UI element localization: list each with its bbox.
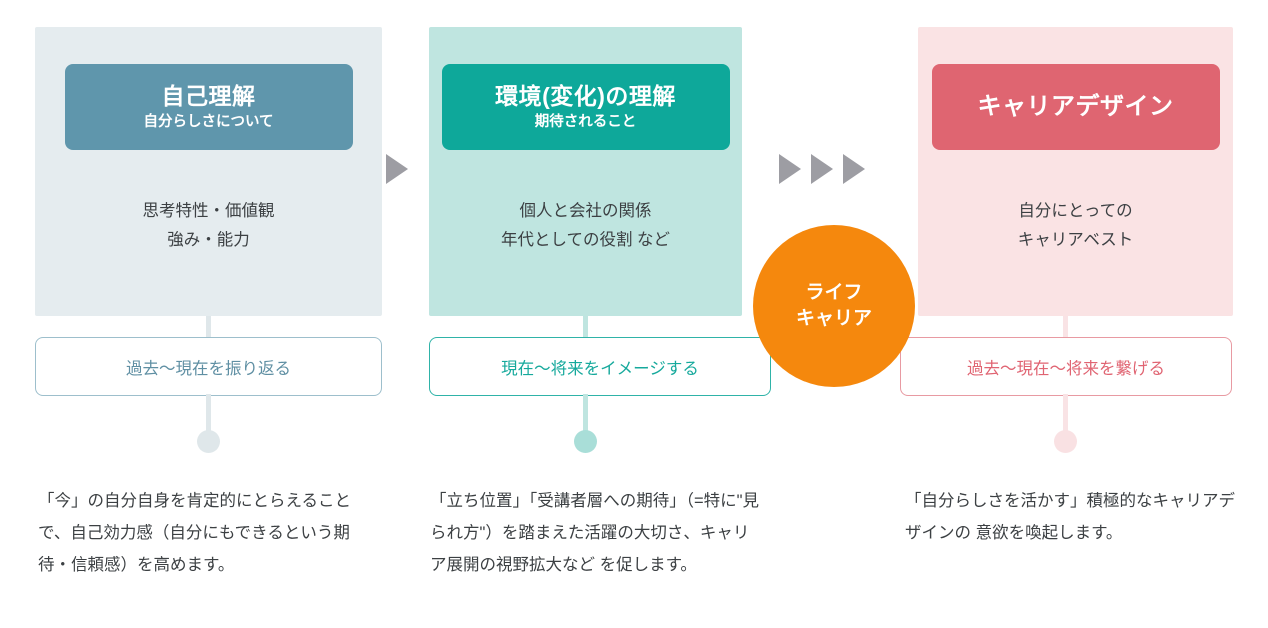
panel-header-career-design: キャリアデザイン: [931, 64, 1220, 150]
triangle-right-icon: [843, 154, 865, 184]
pill-present-to-future[interactable]: 現在〜将来をイメージする: [429, 337, 771, 396]
connector-line-top-2: [583, 316, 588, 338]
badge-line-2: キャリア: [795, 308, 872, 329]
connector-line-bottom-2: [583, 394, 588, 436]
pill-label: 現在〜将来をイメージする: [501, 359, 699, 378]
panel-header-self-understanding: 自己理解 自分らしさについて: [64, 64, 353, 150]
triangle-right-icon: [386, 154, 408, 184]
panel-self-understanding: 自己理解 自分らしさについて 思考特性・価値観 強み・能力: [35, 27, 382, 316]
panel-body-line: 思考特性・価値観: [142, 202, 275, 220]
description-self-understanding: 「今」の自分自身を肯定的にとらえることで、自己効力感（自分にもできるという期待・…: [38, 492, 352, 575]
panel-career-design: キャリアデザイン 自分にとっての キャリアベスト: [918, 27, 1233, 316]
panel-header-title: 環境(変化)の理解: [495, 82, 676, 109]
panel-environment-understanding: 環境(変化)の理解 期待されること 個人と会社の関係 年代としての役割 など: [429, 27, 742, 316]
panel-body-line: 年代としての役割 など: [500, 230, 671, 249]
panel-body-line: 自分にとっての: [1018, 202, 1133, 220]
arrow-group-1: [386, 154, 408, 184]
panel-body-line: 個人と会社の関係: [519, 202, 652, 220]
panel-body-line: 強み・能力: [167, 230, 250, 249]
panel-body-text: 自分にとっての キャリアベスト: [918, 197, 1233, 255]
triangle-right-icon: [811, 154, 833, 184]
pill-connect-past-present-future[interactable]: 過去〜現在〜将来を繋げる: [900, 337, 1232, 396]
connector-dot-3: [1054, 430, 1077, 453]
connector-line-bottom-3: [1063, 394, 1068, 436]
badge-line-1: ライフ: [805, 282, 863, 304]
connector-dot-2: [574, 430, 597, 453]
panel-header-subtitle: 自分らしさについて: [143, 114, 274, 131]
connector-line-top-1: [206, 316, 211, 338]
panel-header-subtitle: 期待されること: [534, 114, 637, 131]
pill-label: 過去〜現在〜将来を繋げる: [967, 359, 1165, 378]
connector-dot-1: [197, 430, 220, 453]
panel-body-text: 思考特性・価値観 強み・能力: [35, 197, 382, 255]
connector-line-bottom-1: [206, 394, 211, 436]
panel-header-environment-understanding: 環境(変化)の理解 期待されること: [441, 64, 730, 150]
description-environment-understanding: 「立ち位置」「受講者層への期待」（=特に"見られ方"）を踏まえた活躍の大切さ、キ…: [430, 492, 759, 575]
panel-body-text: 個人と会社の関係 年代としての役割 など: [429, 197, 742, 255]
pill-past-to-present[interactable]: 過去〜現在を振り返る: [35, 337, 382, 396]
description-career-design: 「自分らしさを活かす」積極的なキャリアデザインの 意欲を喚起します。: [905, 492, 1235, 543]
panel-body-line: キャリアベスト: [1017, 230, 1134, 249]
pill-label: 過去〜現在を振り返る: [126, 359, 291, 378]
panel-header-title: キャリアデザイン: [977, 93, 1174, 121]
panel-header-title: 自己理解: [161, 82, 256, 109]
triangle-right-icon: [779, 154, 801, 184]
life-career-badge: ライフ キャリア: [753, 225, 915, 387]
connector-line-top-3: [1063, 316, 1068, 338]
arrow-group-2: [779, 154, 865, 184]
